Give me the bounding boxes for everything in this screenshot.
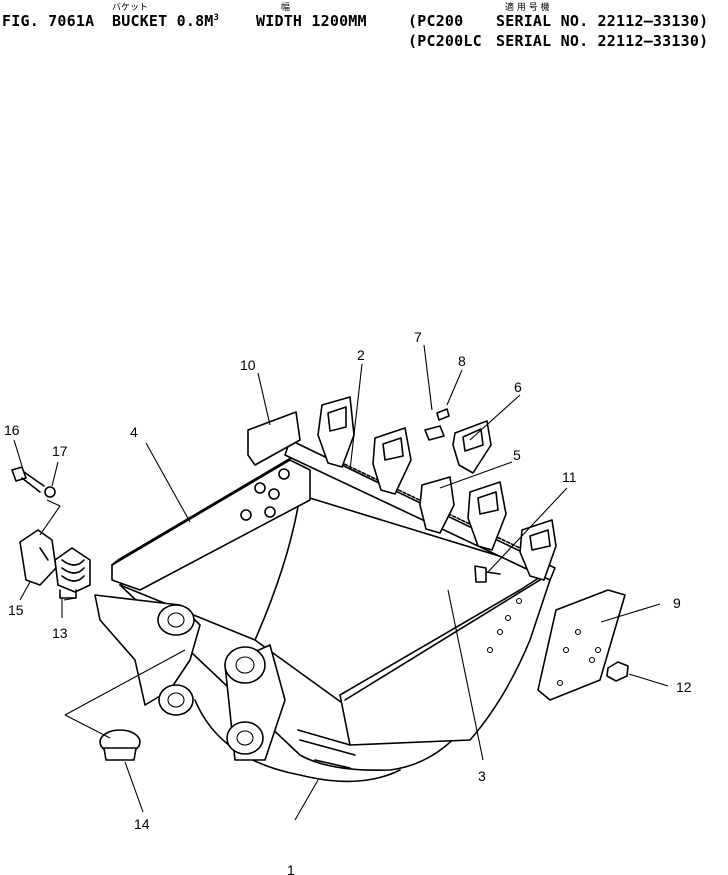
bushing-14: [99, 729, 141, 761]
callout-11: 11: [562, 469, 577, 485]
bolt-16: [11, 466, 56, 498]
callout-15: 15: [8, 602, 24, 618]
bucket-title-text: BUCKET 0.8M: [112, 12, 214, 30]
callout-1: 1: [287, 862, 295, 875]
side-shroud: [247, 411, 301, 466]
callout-12: 12: [676, 679, 692, 695]
callout-5: 5: [513, 447, 521, 463]
bucket-kana: バケット: [112, 3, 149, 13]
callouts: 1 2 3 4 5 6 7 8 9 10 11 12 13 14 15 16 1…: [4, 329, 692, 875]
callout-6: 6: [514, 379, 522, 395]
width-kana: 幅: [281, 3, 291, 13]
applicable-kana: 適 用 号 機: [505, 3, 550, 13]
callout-13: 13: [52, 625, 68, 641]
model-1: (PC200: [408, 12, 464, 30]
model-2: (PC200LC: [408, 32, 482, 50]
side-holes: [240, 468, 290, 521]
right-shroud-plate: [537, 589, 629, 701]
hinge-bosses: [94, 594, 286, 761]
bolt-11: [474, 565, 501, 583]
pin-and-lock: [424, 408, 450, 441]
figure-number: FIG. 7061A: [2, 12, 95, 30]
callout-9: 9: [673, 595, 681, 611]
callout-17: 17: [52, 443, 68, 459]
callout-2: 2: [357, 347, 365, 363]
spring-13: [54, 547, 91, 599]
callout-8: 8: [458, 353, 466, 369]
callout-10: 10: [240, 357, 256, 373]
callout-7: 7: [414, 329, 422, 345]
teeth: [317, 396, 557, 581]
leader-lines: [13, 344, 669, 821]
right-side-plate: [339, 571, 551, 746]
callout-4: 4: [130, 424, 138, 440]
callout-3: 3: [478, 768, 486, 784]
serial-1: SERIAL NO. 22112–33130): [496, 12, 709, 30]
bucket-title: BUCKET 0.8M3: [112, 12, 219, 30]
serial-2: SERIAL NO. 22112–33130): [496, 32, 709, 50]
callout-14: 14: [134, 816, 150, 832]
adapter-15: [19, 529, 57, 586]
width-label: WIDTH 1200MM: [256, 12, 367, 30]
callout-16: 16: [4, 422, 20, 438]
bucket-title-sup: 3: [213, 13, 220, 23]
